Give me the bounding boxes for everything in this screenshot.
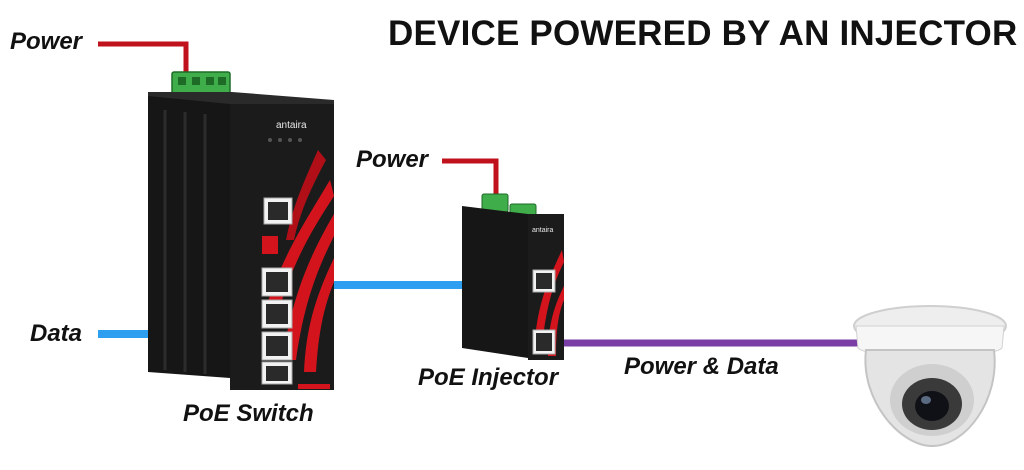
switch-power-line (98, 41, 189, 78)
poe-switch-label: PoE Switch (183, 400, 314, 427)
diagram-title: DEVICE POWERED BY AN INJECTOR (388, 14, 1018, 53)
injector-side-panel (462, 206, 528, 358)
switch-side-panel (148, 96, 230, 378)
dome-camera (853, 305, 1007, 448)
injector-brand-logo: antaira (532, 227, 554, 234)
switch-power-label: Power (10, 28, 83, 55)
poe-injector: antaira (462, 193, 564, 360)
power-data-label: Power & Data (624, 353, 779, 380)
poe-switch: antaira (148, 71, 334, 390)
injector-power-label: Power (356, 146, 429, 173)
data-label: Data (30, 320, 83, 347)
poe-injector-label: PoE Injector (418, 364, 559, 391)
injector-power-line (442, 158, 499, 196)
camera-lens (915, 391, 949, 421)
switch-brand-logo: antaira (276, 120, 307, 131)
